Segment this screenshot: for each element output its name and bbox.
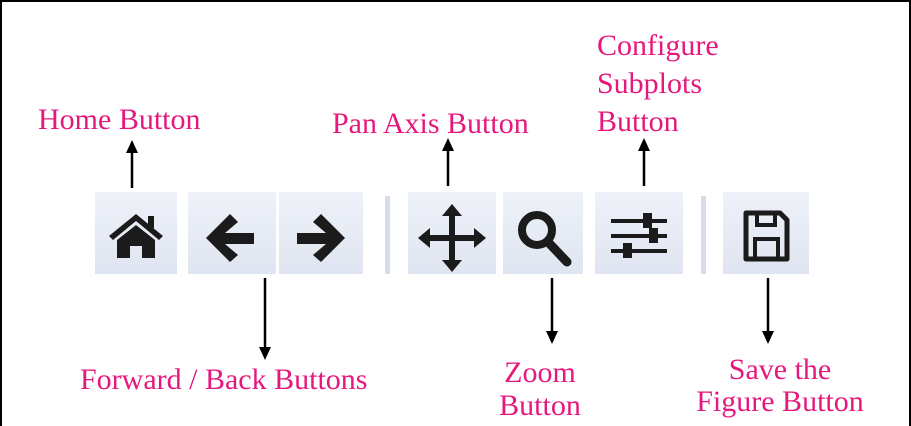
arrow-left-icon — [206, 214, 254, 262]
configure-subplots-button[interactable] — [595, 192, 683, 274]
magnifier-icon — [518, 211, 572, 267]
pan-axis-button-label: Pan Axis Button — [332, 107, 529, 140]
zoom-button-label-line-1: Zoom — [504, 356, 576, 389]
move-arrows-icon — [418, 204, 486, 272]
toolbar-separator — [385, 196, 390, 274]
sliders-icon — [611, 213, 667, 258]
zoom-button[interactable] — [503, 192, 583, 274]
save-figure-button[interactable] — [723, 192, 809, 274]
configure-subplots-label-line-3: Button — [597, 105, 679, 138]
toolbar-separator — [701, 196, 706, 274]
home-button[interactable] — [95, 192, 177, 274]
floppy-disk-icon — [743, 210, 790, 262]
save-figure-label-line-1: Save the — [728, 353, 832, 386]
configure-subplots-label-line-1: Configure — [597, 29, 719, 62]
configure-subplots-label-line-2: Subplots — [597, 67, 703, 100]
save-figure-label-line-2: Figure Button — [696, 385, 864, 418]
forward-button[interactable] — [279, 192, 363, 274]
forward-back-buttons-label: Forward / Back Buttons — [80, 363, 368, 396]
zoom-button-label-line-2: Button — [499, 389, 581, 422]
back-button[interactable] — [188, 192, 276, 274]
home-button-label: Home Button — [38, 103, 201, 136]
pan-axis-button[interactable] — [408, 192, 496, 274]
home-icon — [109, 214, 163, 258]
arrow-right-icon — [297, 214, 345, 262]
